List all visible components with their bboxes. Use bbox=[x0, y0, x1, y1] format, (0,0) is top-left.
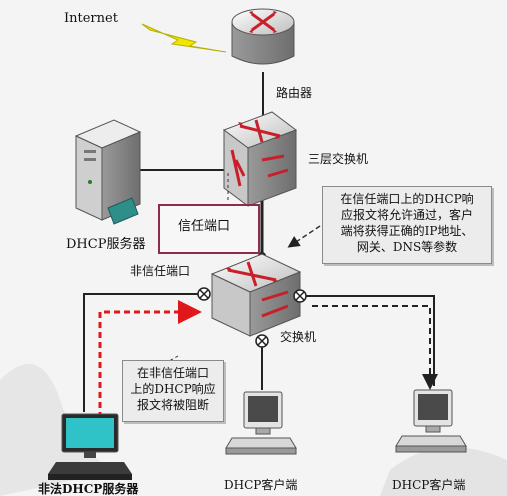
trusted-port-box bbox=[158, 204, 260, 254]
trusted-port-note: 在信任端口上的DHCP响 应报文将允许通过，客户 端将获得正确的IP地址、 网关… bbox=[322, 186, 492, 264]
rogue-dhcp-server-label: 非法DHCP服务器 bbox=[38, 482, 139, 496]
note-line: 上的DHCP响应 bbox=[130, 382, 216, 396]
switch-icon bbox=[210, 253, 302, 337]
internet-label: Internet bbox=[64, 11, 118, 26]
blocked-port-icon bbox=[197, 287, 211, 301]
trusted-port-label: 信任端口 bbox=[178, 219, 231, 234]
computer-icon bbox=[395, 389, 467, 453]
untrusted-port-note: 在非信任端口 上的DHCP响应 报文将被阻断 bbox=[122, 360, 224, 422]
router-label: 路由器 bbox=[276, 86, 313, 100]
note-line: 报文将被阻断 bbox=[136, 398, 209, 412]
note-line: 端将获得正确的IP地址、 bbox=[340, 224, 474, 238]
blocked-port-icon bbox=[255, 334, 269, 348]
untrusted-port-label: 非信任端口 bbox=[130, 264, 191, 278]
router-icon bbox=[231, 8, 295, 65]
dhcp-client-label: DHCP客户端 bbox=[392, 478, 466, 492]
blocked-port-icon bbox=[293, 289, 307, 303]
note-line: 网关、DNS等参数 bbox=[356, 240, 458, 254]
l3-switch-label: 三层交换机 bbox=[308, 152, 369, 166]
note-line: 在信任端口上的DHCP响 bbox=[340, 192, 474, 206]
server-icon bbox=[74, 119, 142, 225]
note-line: 在非信任端口 bbox=[136, 366, 209, 380]
dhcp-client-label: DHCP客户端 bbox=[224, 478, 298, 492]
computer-icon bbox=[48, 413, 132, 480]
dhcp-server-label: DHCP服务器 bbox=[66, 237, 146, 252]
layer3-switch-icon bbox=[222, 111, 298, 207]
lightning-bolt-icon bbox=[141, 23, 227, 53]
computer-icon bbox=[225, 391, 297, 455]
switch-label: 交换机 bbox=[280, 330, 317, 344]
note-line: 应报文将允许通过，客户 bbox=[340, 208, 473, 222]
